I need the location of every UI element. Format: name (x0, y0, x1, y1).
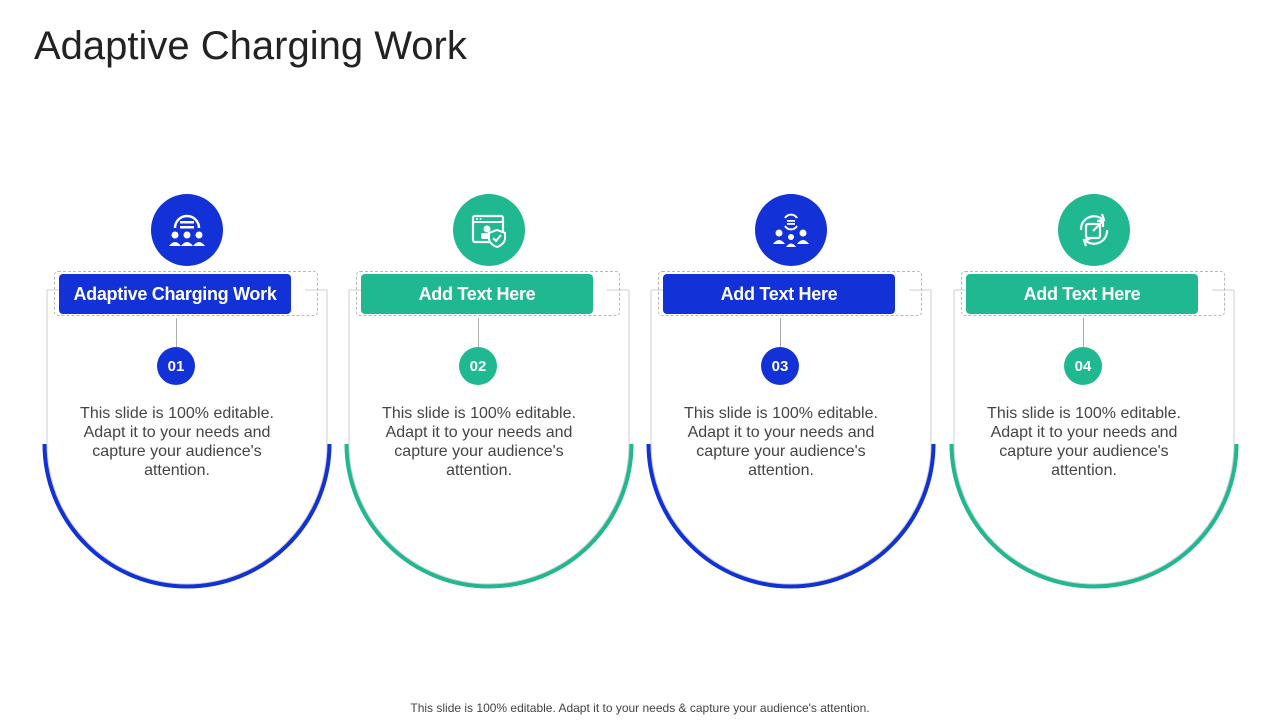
step-number: 04 (1064, 347, 1102, 385)
footer-note: This slide is 100% editable. Adapt it to… (410, 701, 870, 715)
connector-line (478, 318, 479, 348)
card-outline (42, 289, 332, 589)
label-outline (356, 271, 620, 316)
people-exchange-icon (755, 194, 827, 266)
step-label: Add Text Here (361, 274, 593, 314)
connector-line (1083, 318, 1084, 348)
card-outline (646, 289, 936, 589)
connector-line (176, 318, 177, 348)
card-outline (344, 289, 634, 589)
step-number: 03 (761, 347, 799, 385)
page-title: Adaptive Charging Work (34, 24, 467, 68)
step-description: This slide is 100% editable. Adapt it to… (684, 405, 878, 479)
step-card-1: Adaptive Charging Work 01 This slide is … (37, 190, 337, 600)
step-label: Adaptive Charging Work (59, 274, 291, 314)
step-description: This slide is 100% editable. Adapt it to… (80, 405, 274, 479)
label-outline (658, 271, 922, 316)
step-description: This slide is 100% editable. Adapt it to… (382, 405, 576, 479)
step-label: Add Text Here (663, 274, 895, 314)
step-card-3: Add Text Here 03 This slide is 100% edit… (641, 190, 941, 600)
step-card-2: Add Text Here 02 This slide is 100% edit… (339, 190, 639, 600)
step-number: 01 (157, 347, 195, 385)
step-description: This slide is 100% editable. Adapt it to… (987, 405, 1181, 479)
step-label: Add Text Here (966, 274, 1198, 314)
browser-security-icon (453, 194, 525, 266)
label-outline (54, 271, 318, 316)
card-outline (949, 289, 1239, 589)
step-number: 02 (459, 347, 497, 385)
label-outline (961, 271, 1225, 316)
step-card-4: Add Text Here 04 This slide is 100% edit… (944, 190, 1244, 600)
team-meeting-icon (151, 194, 223, 266)
connector-line (780, 318, 781, 348)
refresh-share-icon (1058, 194, 1130, 266)
